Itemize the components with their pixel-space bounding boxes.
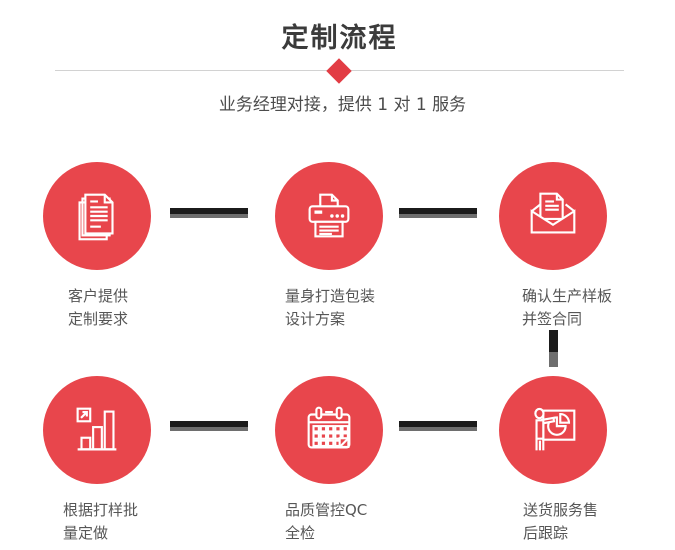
step-label-line: 送货服务售 — [523, 501, 599, 519]
step-circle-6 — [499, 376, 607, 484]
step-label-line: 根据打样批 — [63, 501, 139, 519]
step-label-line: 并签合同 — [522, 310, 583, 328]
page-subtitle: 业务经理对接，提供 1 对 1 服务 — [218, 95, 467, 115]
connector-gray-bar — [170, 214, 248, 218]
step-label-line: 确认生产样板 — [522, 287, 613, 305]
presentation-pie-icon — [534, 407, 576, 451]
step-label-line: 定制要求 — [68, 310, 129, 328]
connector-gray-bar — [399, 427, 477, 431]
open-envelope-icon — [530, 192, 576, 234]
step-label-line: 设计方案 — [285, 310, 346, 328]
step-circle-5 — [275, 376, 383, 484]
connector-gray-bar — [549, 352, 558, 367]
step-label-line: 量定做 — [63, 524, 109, 542]
documents-icon — [78, 193, 114, 241]
step-label-2: 量身打造包装 设计方案 — [285, 285, 375, 331]
connector-step3-step6 — [549, 330, 558, 367]
connector-gray-bar — [170, 427, 248, 431]
bar-chart-growth-icon — [76, 407, 117, 451]
step-label-line: 品质管控QC — [285, 501, 368, 519]
connector-gray-bar — [399, 214, 477, 218]
step-circle-4 — [43, 376, 151, 484]
calendar-icon — [307, 406, 351, 449]
connector-dark-bar — [399, 208, 477, 214]
step-circle-2 — [275, 162, 383, 270]
step-circle-1 — [43, 162, 151, 270]
connector-dark-bar — [170, 421, 248, 427]
step-label-line: 后跟踪 — [523, 524, 569, 542]
page-title: 定制流程 — [281, 23, 398, 54]
connector-step2-step3 — [399, 208, 477, 218]
step-label-5: 品质管控QC 全检 — [285, 499, 367, 545]
connector-dark-bar — [549, 330, 558, 352]
step-label-1: 客户提供 定制要求 — [68, 285, 128, 331]
step-label-line: 客户提供 — [68, 287, 129, 305]
connector-step4-step5 — [170, 421, 248, 431]
diamond-icon — [326, 58, 352, 84]
printer-icon — [308, 193, 350, 238]
step-label-4: 根据打样批 量定做 — [63, 499, 138, 545]
step-label-3: 确认生产样板 并签合同 — [522, 285, 612, 331]
step-label-line: 全检 — [285, 524, 316, 542]
connector-step1-step2 — [170, 208, 248, 218]
connector-dark-bar — [170, 208, 248, 214]
connector-step5-step6 — [399, 421, 477, 431]
step-label-6: 送货服务售 后跟踪 — [523, 499, 598, 545]
connector-dark-bar — [399, 421, 477, 427]
step-circle-3 — [499, 162, 607, 270]
step-label-line: 量身打造包装 — [285, 287, 376, 305]
